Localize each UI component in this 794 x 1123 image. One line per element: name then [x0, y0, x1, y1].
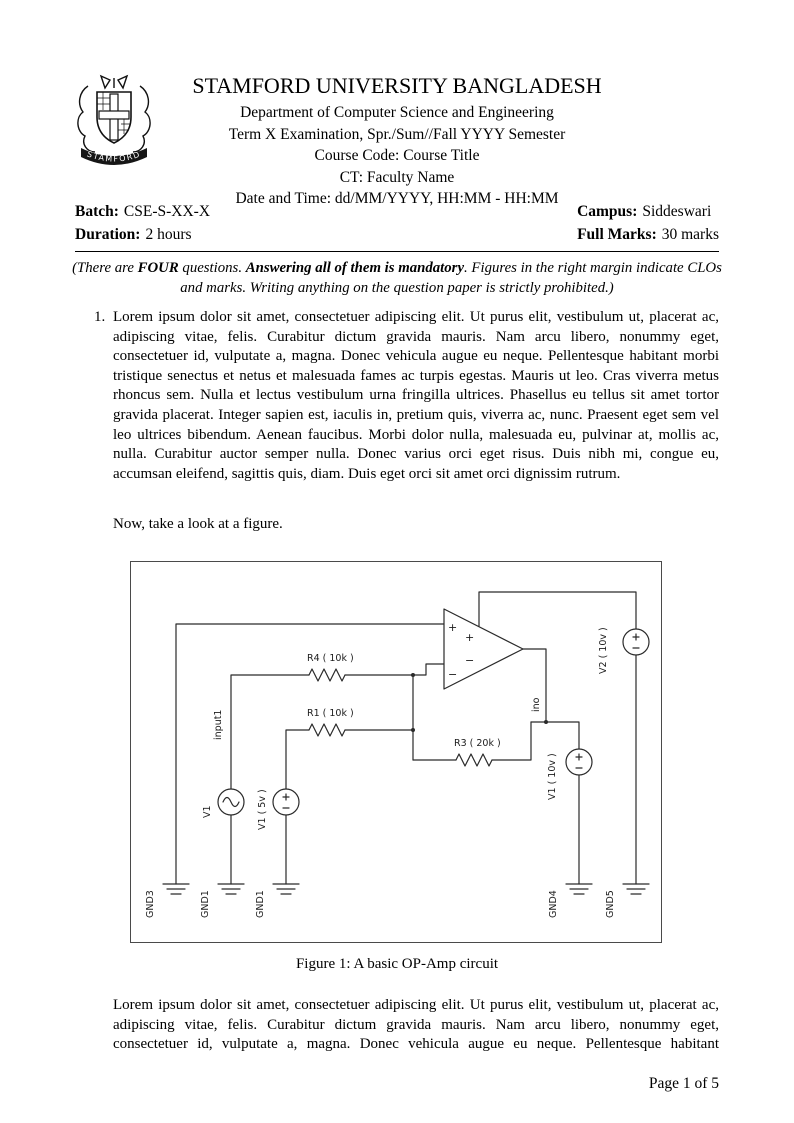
- label-v2-10v: V2 ( 10v ): [598, 627, 609, 674]
- opamp-plus-sign-2: +: [465, 631, 474, 644]
- mantling-right: [132, 85, 151, 153]
- flag-right-icon: [116, 74, 129, 90]
- duration-value: 2 hours: [145, 226, 192, 243]
- instr-part-3: questions.: [178, 260, 246, 276]
- ground-gnd4-icon: [565, 883, 593, 895]
- label-v1-5v: V1 ( 5v ): [257, 789, 268, 830]
- exam-meta: Batch:CSE-S-XX-X Duration:2 hours Campus…: [75, 200, 719, 246]
- instr-part-5: . Figures in the right margin indicate C…: [464, 260, 722, 276]
- datetime-line: Date and Time: dd/MM/YYYY, HH:MM - HH:MM: [235, 190, 559, 207]
- batch-label: Batch:: [75, 203, 119, 220]
- campus-label: Campus:: [577, 203, 638, 220]
- junction-dots: [411, 673, 548, 732]
- marks-label: Full Marks:: [577, 226, 657, 243]
- horizontal-rule: [75, 251, 719, 252]
- instr-part-1: (There are: [72, 260, 138, 276]
- circuit-labels: + + − − R4 ( 10k ) R1 ( 10k ) R3 ( 20k )…: [145, 621, 616, 918]
- banner-ribbon: [81, 148, 147, 165]
- circuit-wires: [175, 591, 637, 885]
- shield-checker: [97, 92, 131, 134]
- instr-part-2: FOUR: [137, 260, 179, 276]
- question-body: Lorem ipsum dolor sit amet, consectetuer…: [113, 309, 719, 482]
- opamp-minus-sign: −: [448, 668, 457, 681]
- figure-intro: Now, take a look at a figure.: [113, 516, 283, 532]
- crest-graphic: STAMFORD: [77, 74, 151, 165]
- flag-left-icon: [99, 74, 112, 90]
- opamp-symbol: [443, 608, 524, 690]
- page-number: Page 1 of 5: [648, 1075, 719, 1092]
- label-gnd1-b: GND1: [255, 890, 266, 918]
- ground-gnd3-icon: [162, 883, 190, 895]
- meta-right: Campus:Siddeswari Full Marks:30 marks: [577, 200, 719, 246]
- source-v1-10v: [565, 748, 593, 776]
- university-logo: STAMFORD: [72, 72, 156, 170]
- ct-line: CT: Faculty Name: [339, 168, 455, 186]
- label-gnd4: GND4: [548, 890, 559, 918]
- course-line: Course Code: Course Title: [314, 147, 480, 164]
- figure-caption: Figure 1: A basic OP-Amp circuit: [295, 956, 499, 972]
- resistor-r3: [455, 753, 493, 767]
- document-header: STAMFORD UNIVERSITY BANGLADESH Departmen…: [75, 72, 719, 210]
- shield-cross: [98, 93, 130, 141]
- ground-gnd1a-icon: [217, 883, 245, 895]
- label-v1-10v: V1 ( 10v ): [547, 753, 558, 800]
- question-1: 1. Lorem ipsum dolor sit amet, consectet…: [75, 308, 719, 484]
- label-gnd5: GND5: [605, 890, 616, 918]
- opamp-circuit-diagram: + + − − R4 ( 10k ) R1 ( 10k ) R3 ( 20k )…: [145, 591, 650, 918]
- label-ino: ino: [531, 697, 542, 712]
- resistor-r4: [308, 668, 346, 682]
- question-number: 1.: [94, 309, 106, 325]
- source-v1-sine: [217, 788, 245, 816]
- label-input1: input1: [213, 710, 224, 740]
- label-v1: V1: [202, 805, 213, 818]
- opamp-plus-sign: +: [448, 621, 457, 634]
- marks-value: 30 marks: [661, 226, 719, 243]
- department-line: Department of Computer Science and Engin…: [240, 104, 554, 121]
- label-gnd3: GND3: [145, 890, 156, 918]
- mantling-left: [77, 85, 96, 153]
- closing-paragraph: Lorem ipsum dolor sit amet, consectetuer…: [113, 997, 719, 1053]
- label-r4: R4 ( 10k ): [307, 653, 354, 664]
- source-v2-10v: [622, 628, 650, 656]
- instructions: (There are FOUR questions. Answering all…: [55, 258, 739, 298]
- opamp-minus-sign-2: −: [465, 654, 474, 667]
- marks-row: Full Marks:30 marks: [577, 223, 719, 246]
- label-r3: R3 ( 20k ): [454, 738, 501, 749]
- batch-row: Batch:CSE-S-XX-X: [75, 200, 210, 223]
- label-gnd1-a: GND1: [200, 890, 211, 918]
- ground-gnd1b-icon: [272, 883, 300, 895]
- term-line: Term X Examination, Spr./Sum//Fall YYYY …: [228, 125, 566, 143]
- duration-row: Duration:2 hours: [75, 223, 210, 246]
- resistor-r1: [308, 723, 346, 737]
- instructions-line-2: and marks. Writing anything on the quest…: [180, 280, 614, 296]
- figure-1-frame: + + − − R4 ( 10k ) R1 ( 10k ) R3 ( 20k )…: [130, 561, 662, 943]
- ground-gnd5-icon: [622, 883, 650, 895]
- source-v1-5v: [272, 788, 300, 816]
- university-name: STAMFORD UNIVERSITY BANGLADESH: [192, 73, 602, 98]
- instr-part-4: Answering all of them is mandatory: [245, 260, 465, 276]
- instructions-line-1: (There are FOUR questions. Answering all…: [55, 258, 739, 278]
- duration-label: Duration:: [75, 226, 141, 243]
- campus-row: Campus:Siddeswari: [577, 200, 719, 223]
- label-r1: R1 ( 10k ): [307, 708, 354, 719]
- campus-value: Siddeswari: [642, 203, 712, 220]
- batch-value: CSE-S-XX-X: [123, 203, 211, 220]
- meta-left: Batch:CSE-S-XX-X Duration:2 hours: [75, 200, 210, 246]
